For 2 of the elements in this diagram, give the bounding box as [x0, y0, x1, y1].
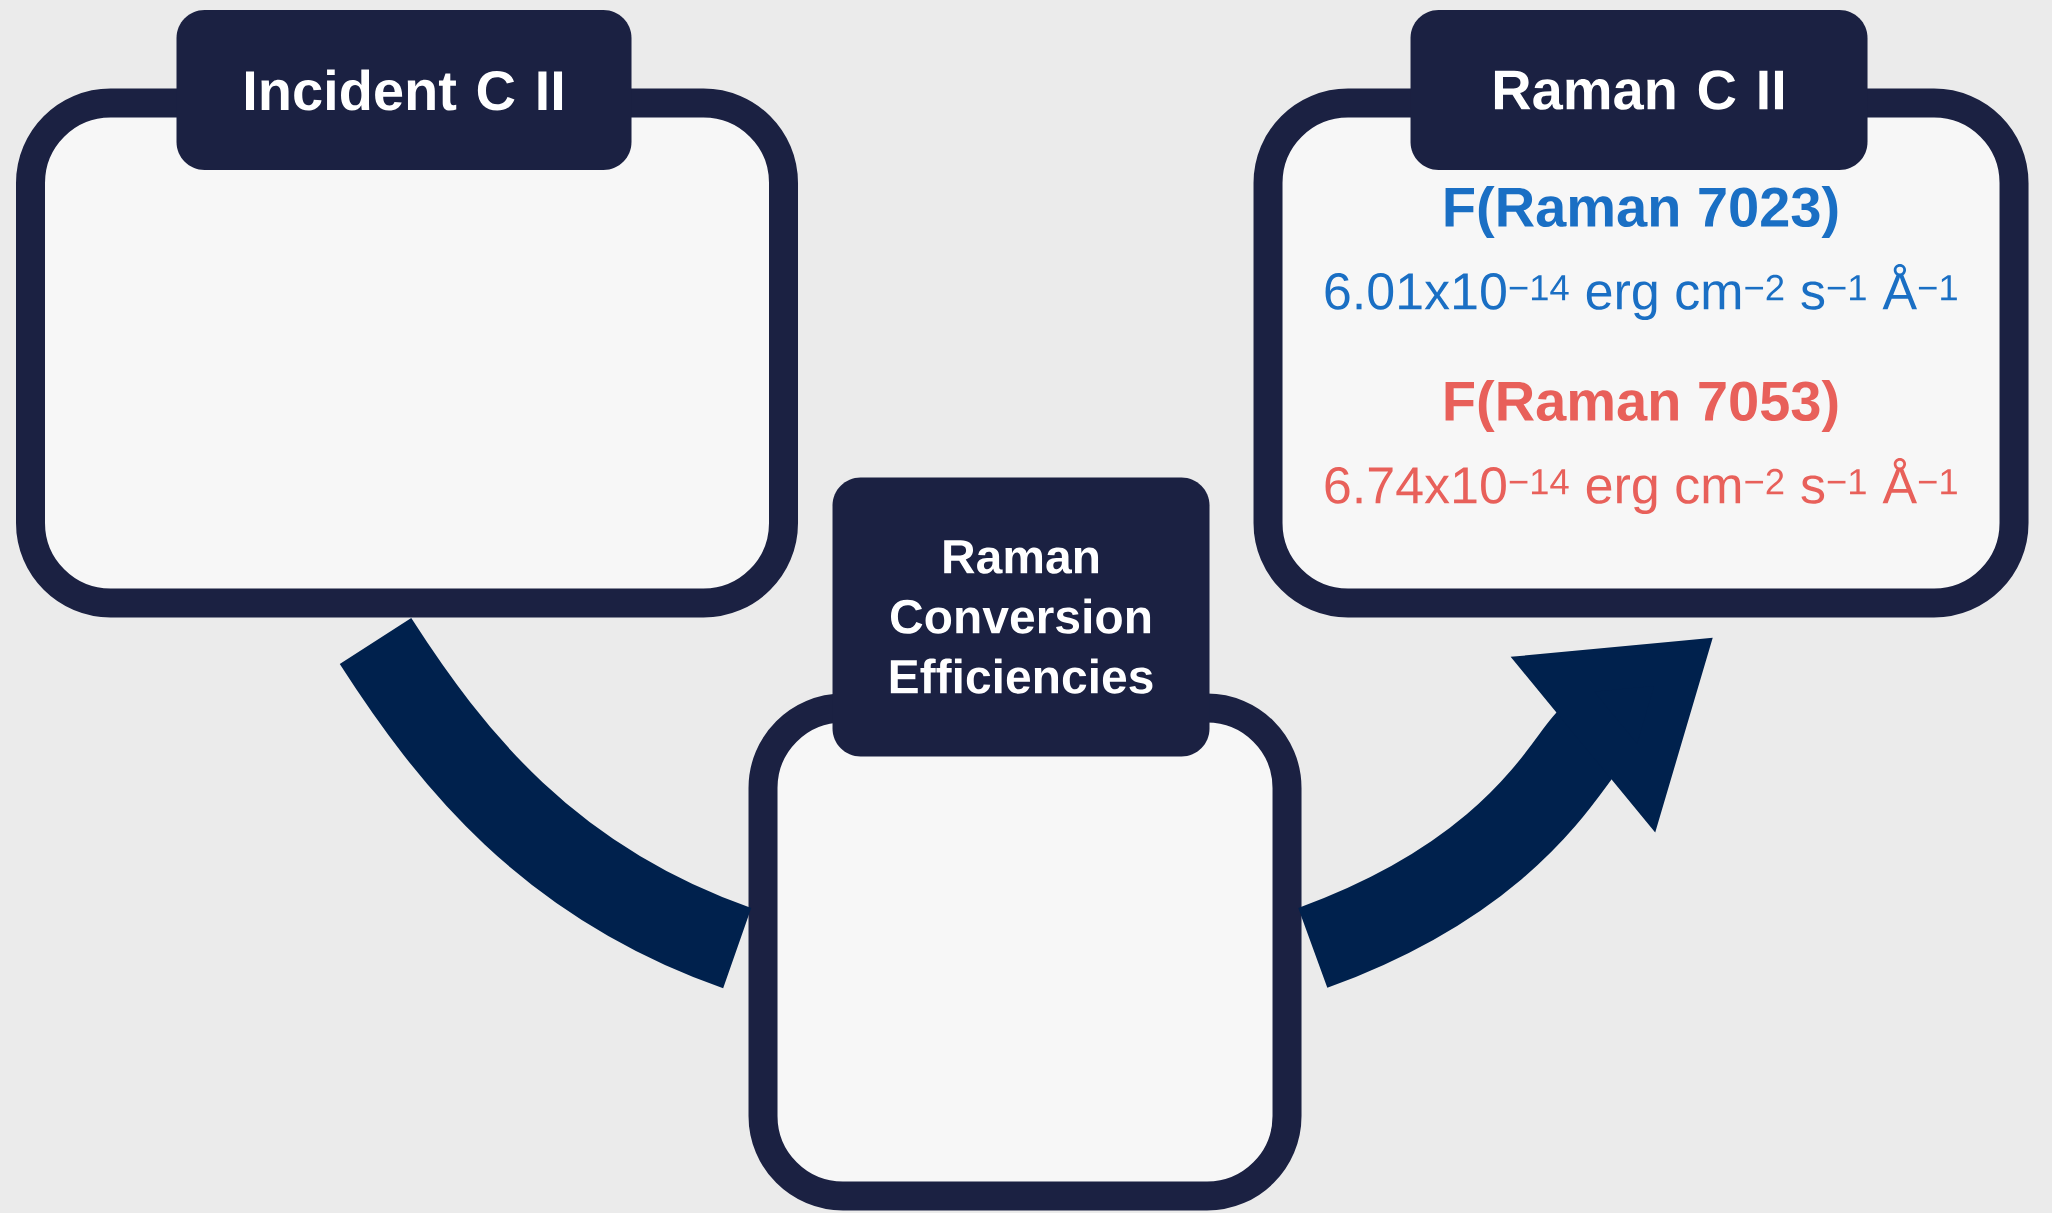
heading-tab: Raman Conversion Efficiencies [832, 477, 1210, 757]
heading-tab: Incident C II [176, 10, 632, 170]
